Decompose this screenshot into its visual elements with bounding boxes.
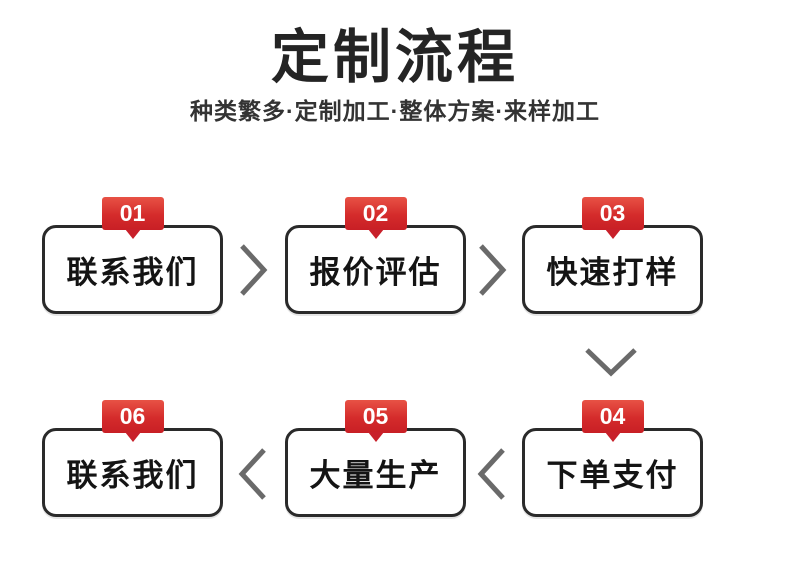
step-number: 01 xyxy=(119,200,146,226)
step-label: 大量生产 xyxy=(309,458,442,493)
badge-tail xyxy=(604,229,621,239)
step-number: 06 xyxy=(119,403,146,429)
step-box: 联系我们 xyxy=(42,225,223,314)
step-number: 05 xyxy=(362,403,389,429)
step-card-05: 大量生产 05 xyxy=(285,400,466,517)
step-number-badge: 06 xyxy=(101,400,164,442)
badge-tail xyxy=(367,229,384,239)
badge-tail xyxy=(124,432,141,442)
step-number-badge: 03 xyxy=(581,197,644,239)
step-label: 报价评估 xyxy=(309,255,442,290)
step-label: 下单支付 xyxy=(546,458,679,493)
page-subtitle: 种类繁多·定制加工·整体方案·来样加工 xyxy=(190,98,600,124)
connector-step4-step5 xyxy=(477,446,507,502)
step-card-06: 联系我们 06 xyxy=(42,400,223,517)
connector-step3-step4 xyxy=(583,346,639,378)
badge-tail xyxy=(604,432,621,442)
step-label: 联系我们 xyxy=(66,255,199,290)
step-number-badge: 01 xyxy=(101,197,164,239)
step-box: 下单支付 xyxy=(522,428,703,517)
step-box: 联系我们 xyxy=(42,428,223,517)
step-card-02: 报价评估 02 xyxy=(285,197,466,314)
step-number-badge: 05 xyxy=(344,400,407,442)
step-number: 04 xyxy=(599,403,626,429)
step-card-04: 下单支付 04 xyxy=(522,400,703,517)
step-number-badge: 04 xyxy=(581,400,644,442)
badge-tail xyxy=(124,229,141,239)
step-number-badge: 02 xyxy=(344,197,407,239)
step-label: 联系我们 xyxy=(66,458,199,493)
badge-tail xyxy=(367,432,384,442)
connector-step2-step3 xyxy=(477,242,507,298)
step-label: 快速打样 xyxy=(546,255,679,290)
arrow-right-icon xyxy=(240,244,268,296)
step-box: 快速打样 xyxy=(522,225,703,314)
step-card-01: 联系我们 01 xyxy=(42,197,223,314)
connector-step5-step6 xyxy=(238,446,268,502)
step-box: 报价评估 xyxy=(285,225,466,314)
arrow-left-icon xyxy=(477,448,505,500)
arrow-right-icon xyxy=(479,244,507,296)
step-number: 03 xyxy=(599,200,626,226)
step-card-03: 快速打样 03 xyxy=(522,197,703,314)
arrow-left-icon xyxy=(238,448,266,500)
connector-step1-step2 xyxy=(238,242,268,298)
page-title: 定制流程 xyxy=(270,25,519,90)
arrow-down-icon xyxy=(585,348,637,377)
step-number: 02 xyxy=(362,200,389,226)
